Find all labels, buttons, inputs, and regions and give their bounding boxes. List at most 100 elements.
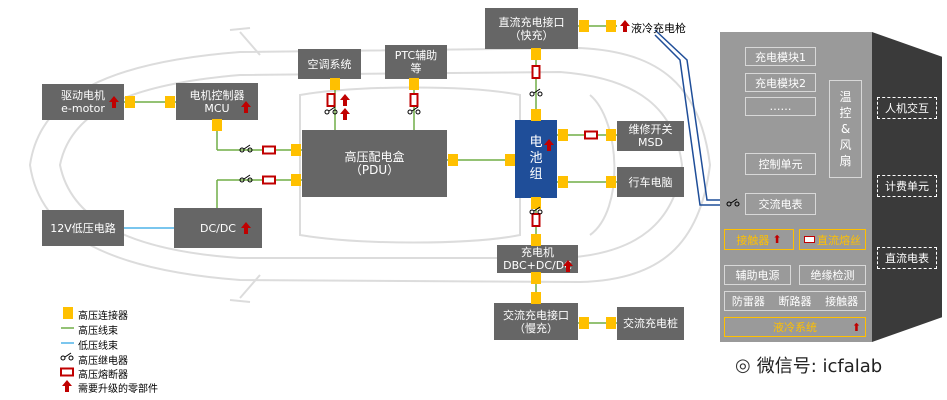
pile-protection-row: 防雷器 断路器 接触器	[724, 291, 866, 311]
pile-modules-ellipsis: ……	[745, 97, 816, 116]
hv-connector	[531, 272, 541, 284]
watermark: ◎ 微信号: icfalab	[735, 352, 882, 378]
pile-dc-meter: 直流电表	[877, 247, 937, 269]
hv-relay	[415, 109, 421, 115]
pile-surge-arrester: 防雷器	[731, 295, 765, 308]
upgrade-icon: ⬆	[772, 233, 782, 246]
hv-relay	[407, 109, 413, 115]
hv-fuse	[262, 175, 276, 185]
hv-relay	[726, 201, 732, 207]
pile-control-unit: 控制单元	[745, 153, 816, 175]
hv-connector	[505, 154, 515, 166]
fuse-icon	[804, 236, 815, 243]
hv-connector	[558, 129, 568, 141]
12v-low-voltage-circuit: 12V低压电路	[42, 210, 124, 246]
hv-connector	[606, 129, 616, 141]
hv-relay	[247, 177, 253, 183]
liquid-cooled-gun-label: 液冷充电枪	[631, 22, 686, 35]
hv-relay	[324, 109, 330, 115]
upgrade-arrow	[563, 260, 573, 272]
hv-relay	[328, 106, 336, 112]
hv-relay	[332, 109, 338, 115]
hv-relay	[730, 198, 738, 204]
wechat-icon: ◎	[735, 354, 751, 376]
legend-upgrade: 需要升级的零部件	[78, 384, 158, 395]
hv-connector	[531, 48, 541, 60]
legend-connector: 高压连接器	[78, 311, 128, 322]
hv-fuse	[262, 145, 276, 155]
pile-circuit-breaker: 断路器	[778, 295, 812, 308]
hv-fuse	[60, 367, 74, 377]
ptc-heater: PTC辅助 等	[385, 45, 447, 79]
upgrade-arrow	[340, 108, 350, 120]
hv-relay	[533, 206, 541, 212]
hv-fuse	[409, 93, 419, 107]
upgrade-arrow	[109, 96, 119, 108]
hv-relay	[533, 88, 541, 94]
hv-relay	[734, 201, 740, 207]
pile-aux-power: 辅助电源	[724, 265, 791, 285]
pile-dc-fuse: 直流熔丝	[799, 229, 866, 250]
pile-liquid-cooling-label: 液冷系统	[773, 321, 817, 334]
watermark-text: 微信号: icfalab	[756, 356, 883, 377]
upgrade-arrow	[544, 139, 554, 151]
upgrade-arrow	[241, 222, 251, 234]
hv-relay	[239, 147, 245, 153]
drive-motor: 驱动电机 e-motor	[42, 84, 124, 120]
hv-relay	[243, 144, 251, 150]
pile-billing-unit: 计费单元	[877, 175, 937, 197]
hv-connector	[531, 234, 541, 246]
pile-charging-module-2: 充电模块2	[745, 73, 816, 92]
pile-contactor-2: 接触器	[825, 295, 859, 308]
pile-dc-fuse-label: 直流熔丝	[817, 233, 861, 247]
hv-relay	[64, 352, 72, 358]
upgrade-icon: ⬆	[851, 320, 861, 334]
upgrade-arrow	[340, 94, 350, 106]
onboard-charger: 充电机 DBC+DC/DC	[497, 245, 578, 273]
hv-relay	[529, 91, 535, 97]
hv-fuse	[531, 213, 541, 227]
hv-connector	[606, 20, 616, 32]
pile-hmi: 人机交互	[877, 97, 937, 119]
pile-charging-module-1: 充电模块1	[745, 47, 816, 66]
legend-lv-cable: 低压线束	[78, 341, 118, 352]
motor-controller: 电机控制器 MCU	[176, 83, 258, 120]
hv-connector	[531, 109, 541, 121]
hv-relay	[537, 209, 543, 215]
pile-contactor-label: 接触器	[736, 233, 770, 247]
pile-thermal-and-fan: 温 控 & 风 扇	[829, 80, 862, 178]
pile-insulation-detection: 绝缘检测	[799, 265, 866, 285]
hv-relay	[68, 355, 74, 361]
hv-relay	[243, 174, 251, 180]
hv-connector	[579, 317, 589, 329]
hv-connector	[531, 292, 541, 304]
hv-connector	[291, 174, 301, 186]
legend-relay: 高压继电器	[78, 356, 128, 367]
vehicle-computer: 行车电脑	[617, 167, 684, 197]
legend-fuse: 高压熔断器	[78, 370, 128, 381]
ac-charging-pile: 交流充电桩	[617, 307, 684, 340]
upgrade-arrow	[620, 20, 630, 32]
hv-relay	[537, 91, 543, 97]
hv-connector	[165, 96, 175, 108]
hv-connector	[330, 78, 340, 90]
hv-connector	[125, 96, 135, 108]
service-disconnect-msd: 维修开关 MSD	[617, 121, 684, 151]
hv-relay	[529, 209, 535, 215]
hv-connector	[409, 78, 419, 90]
hv-connector	[606, 176, 616, 188]
pile-liquid-cooling: 液冷系统 ⬆	[724, 317, 866, 337]
ac-system: 空调系统	[298, 49, 361, 79]
hv-connector	[63, 307, 73, 319]
hv-connector	[579, 20, 589, 32]
hv-fuse	[531, 65, 541, 79]
hv-connector	[291, 144, 301, 156]
upgrade-arrow	[241, 101, 251, 113]
hv-fuse	[584, 130, 598, 140]
hv-relay	[247, 147, 253, 153]
high-voltage-pdu: 高压配电盒 （PDU）	[302, 130, 447, 197]
hv-connector	[606, 317, 616, 329]
